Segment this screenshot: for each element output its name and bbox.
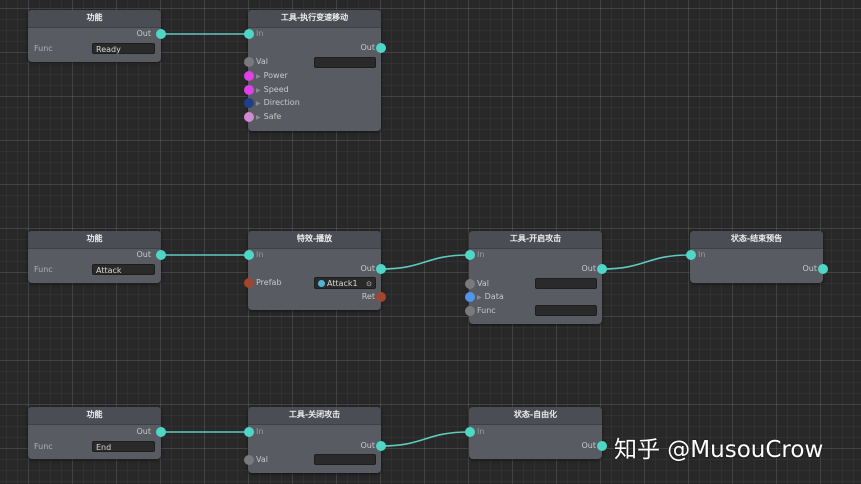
val-port[interactable]	[465, 279, 475, 289]
node-title: 特效-播放	[248, 231, 381, 249]
out-label: Out	[802, 264, 817, 273]
val-port[interactable]	[244, 57, 254, 67]
param-power[interactable]: ▶Power	[256, 71, 288, 80]
func-field[interactable]: End	[92, 441, 155, 452]
param-data[interactable]: ▶Data	[477, 292, 504, 301]
func-label: Func	[34, 442, 53, 451]
power-port[interactable]	[244, 71, 254, 81]
out-label: Out	[360, 264, 375, 273]
node-title: 功能	[28, 10, 161, 28]
in-label: In	[256, 250, 264, 259]
in-port[interactable]	[244, 29, 254, 39]
out-port[interactable]	[156, 29, 166, 39]
expand-triangle-icon[interactable]: ▶	[477, 294, 482, 301]
in-port[interactable]	[686, 250, 696, 260]
expand-triangle-icon[interactable]: ▶	[256, 87, 261, 94]
in-label: In	[477, 427, 485, 436]
node-func-attack[interactable]: 功能 Out Func Attack	[28, 231, 166, 283]
direction-port[interactable]	[244, 98, 254, 108]
val-field[interactable]	[314, 57, 376, 68]
out-label: Out	[360, 43, 375, 52]
val-label: Val	[477, 279, 489, 288]
func-label: Func	[34, 44, 53, 53]
func-field[interactable]: Ready	[92, 43, 155, 54]
data-port[interactable]	[465, 292, 475, 302]
node-title: 状态-结束预告	[690, 231, 823, 249]
param-safe[interactable]: ▶Safe	[256, 112, 282, 121]
out-label: Out	[360, 441, 375, 450]
prefab-label: Prefab	[256, 278, 282, 287]
safe-port[interactable]	[244, 112, 254, 122]
out-label: Out	[581, 441, 596, 450]
wire-stop-attack-to-free	[380, 431, 470, 447]
out-port[interactable]	[597, 264, 607, 274]
in-port[interactable]	[244, 250, 254, 260]
prefab-port[interactable]	[244, 278, 254, 288]
in-label: In	[477, 250, 485, 259]
in-label: In	[256, 29, 264, 38]
func-field[interactable]	[535, 305, 597, 316]
out-port[interactable]	[376, 43, 386, 53]
in-port[interactable]	[244, 427, 254, 437]
out-port[interactable]	[597, 441, 607, 451]
func-field[interactable]: Attack	[92, 264, 155, 275]
ret-port[interactable]	[376, 292, 386, 302]
func-label: Func	[477, 306, 496, 315]
val-field[interactable]	[535, 278, 597, 289]
out-label: Out	[581, 264, 596, 273]
out-label: Out	[136, 427, 151, 436]
node-title: 状态-自由化	[469, 407, 602, 425]
expand-triangle-icon[interactable]: ▶	[256, 73, 261, 80]
node-tool-stop-attack[interactable]: 工具-关闭攻击 In Out Val	[244, 407, 386, 473]
in-label: In	[256, 427, 264, 436]
node-state-free[interactable]: 状态-自由化 In Out	[465, 407, 607, 459]
node-tool-start-attack[interactable]: 工具-开启攻击 In Out Val ▶Data Func	[465, 231, 607, 324]
node-title: 工具-执行变速移动	[248, 10, 381, 28]
val-label: Val	[256, 57, 268, 66]
speed-port[interactable]	[244, 85, 254, 95]
wire-effect-to-start-attack	[380, 254, 470, 270]
out-port[interactable]	[376, 441, 386, 451]
out-label: Out	[136, 29, 151, 38]
object-picker-icon[interactable]: ⊙	[366, 280, 372, 288]
node-effect-play[interactable]: 特效-播放 In Out Prefab Attack1 ⊙ Ret	[244, 231, 386, 310]
expand-triangle-icon[interactable]: ▶	[256, 114, 261, 121]
node-state-end-warning[interactable]: 状态-结束预告 In Out	[686, 231, 828, 283]
node-func-end[interactable]: 功能 Out Func End	[28, 407, 166, 459]
out-port[interactable]	[818, 264, 828, 274]
prefab-icon	[318, 280, 325, 287]
in-label: In	[698, 250, 706, 259]
watermark: 知乎 @MusouCrow	[614, 437, 824, 463]
node-title: 工具-关闭攻击	[248, 407, 381, 425]
node-tool-move[interactable]: 工具-执行变速移动 In Out Val ▶Power ▶Speed ▶Dire…	[244, 10, 386, 131]
wire-start-attack-to-end-warning	[601, 254, 691, 270]
param-direction[interactable]: ▶Direction	[256, 98, 300, 107]
prefab-object-field[interactable]: Attack1 ⊙	[314, 277, 376, 289]
expand-triangle-icon[interactable]: ▶	[256, 100, 261, 107]
in-port[interactable]	[465, 427, 475, 437]
param-speed[interactable]: ▶Speed	[256, 85, 289, 94]
func-port[interactable]	[465, 306, 475, 316]
func-label: Func	[34, 265, 53, 274]
node-title: 功能	[28, 407, 161, 425]
val-port[interactable]	[244, 455, 254, 465]
out-port[interactable]	[156, 427, 166, 437]
out-label: Out	[136, 250, 151, 259]
val-field[interactable]	[314, 454, 376, 465]
node-func-ready[interactable]: 功能 Out Func Ready	[28, 10, 166, 62]
val-label: Val	[256, 455, 268, 464]
node-title: 工具-开启攻击	[469, 231, 602, 249]
ret-label: Ret	[361, 292, 375, 301]
out-port[interactable]	[376, 264, 386, 274]
node-title: 功能	[28, 231, 161, 249]
in-port[interactable]	[465, 250, 475, 260]
out-port[interactable]	[156, 250, 166, 260]
